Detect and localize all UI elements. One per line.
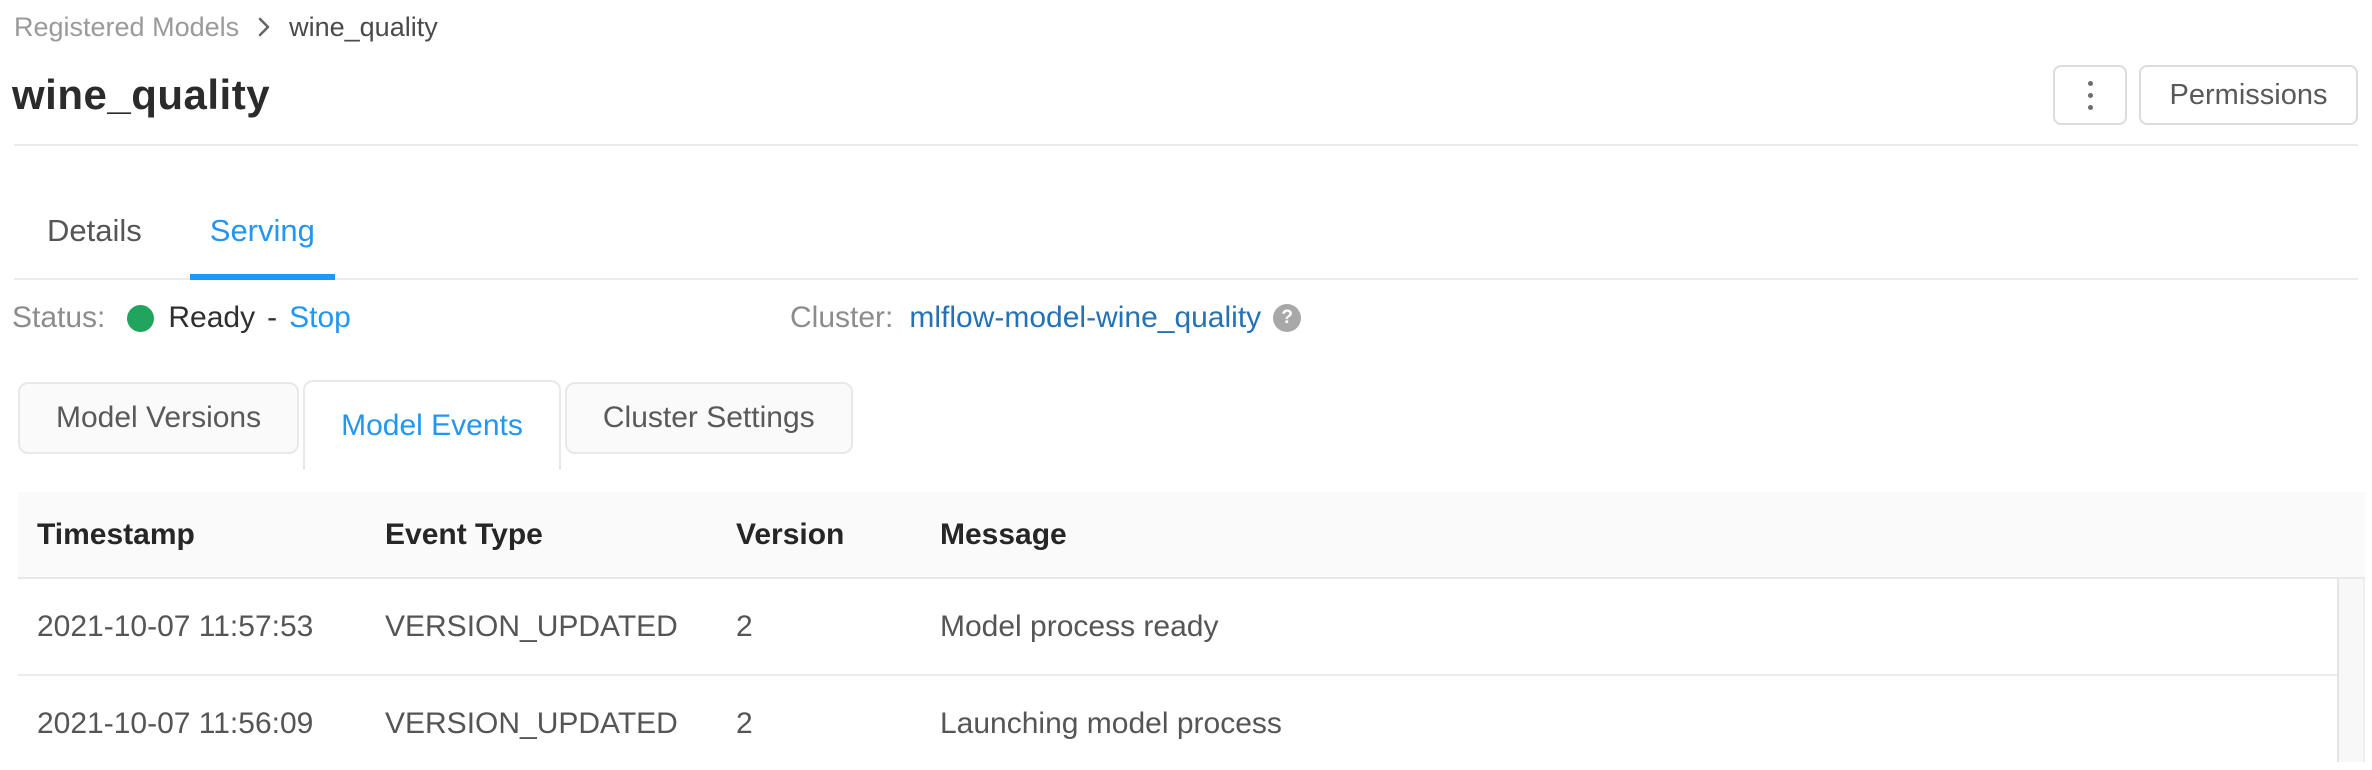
column-header-message: Message — [940, 517, 1067, 551]
breadcrumb-registered-models-link[interactable]: Registered Models — [14, 12, 240, 42]
cell-timestamp: 2021-10-07 11:57:53 — [37, 609, 314, 643]
table-rows: 2021-10-07 11:57:53 VERSION_UPDATED 2 Mo… — [18, 579, 2337, 770]
column-header-event-type: Event Type — [385, 517, 543, 551]
serving-subtabs: Model Versions Model Events Cluster Sett… — [18, 380, 2372, 472]
cell-event-type: VERSION_UPDATED — [385, 706, 678, 740]
table-row: 2021-10-07 11:56:09 VERSION_UPDATED 2 La… — [18, 676, 2337, 770]
subtab-model-versions[interactable]: Model Versions — [18, 382, 300, 454]
more-actions-button[interactable] — [2053, 65, 2127, 125]
column-header-timestamp: Timestamp — [37, 517, 195, 551]
cell-version: 2 — [736, 609, 753, 643]
title-row: wine_quality Permissions — [12, 64, 2358, 126]
cell-message: Launching model process — [940, 706, 1282, 740]
cell-event-type: VERSION_UPDATED — [385, 609, 678, 643]
breadcrumb-current: wine_quality — [289, 12, 438, 42]
help-icon[interactable]: ? — [1273, 304, 1302, 332]
cell-timestamp: 2021-10-07 11:56:09 — [37, 706, 314, 740]
status-ready-dot-icon — [127, 304, 155, 332]
kebab-icon — [2087, 80, 2093, 110]
tab-details[interactable]: Details — [47, 213, 142, 248]
table-body: 2021-10-07 11:57:53 VERSION_UPDATED 2 Mo… — [18, 579, 2365, 770]
cluster-link[interactable]: mlflow-model-wine_quality — [909, 301, 1262, 334]
breadcrumb: Registered Models wine_quality — [14, 10, 2372, 44]
cell-version: 2 — [736, 706, 753, 740]
table-scrollbar-track[interactable] — [2337, 579, 2365, 762]
model-events-table: Timestamp Event Type Version Message 202… — [18, 492, 2365, 770]
cell-message: Model process ready — [940, 609, 1219, 643]
serving-status-row: Status: Ready - Stop Cluster: mlflow-mod… — [12, 296, 2358, 340]
status-label: Status: — [12, 301, 106, 334]
permissions-button[interactable]: Permissions — [2139, 65, 2358, 125]
status-separator: - — [267, 301, 278, 334]
column-header-version: Version — [736, 517, 845, 551]
cluster-label: Cluster: — [790, 301, 894, 334]
subtab-model-events[interactable]: Model Events — [303, 380, 561, 470]
model-serving-page: Registered Models wine_quality wine_qual… — [0, 10, 2372, 770]
tab-serving[interactable]: Serving — [189, 212, 335, 280]
page-title: wine_quality — [12, 71, 271, 118]
table-row: 2021-10-07 11:57:53 VERSION_UPDATED 2 Mo… — [18, 579, 2337, 676]
stop-serving-link[interactable]: Stop — [289, 301, 351, 334]
page-tabbar: Details Serving — [14, 146, 2358, 280]
status-value: Ready — [168, 301, 256, 334]
subtab-cluster-settings[interactable]: Cluster Settings — [564, 382, 853, 454]
title-divider — [14, 144, 2358, 146]
status-group: Status: Ready - Stop — [12, 301, 790, 335]
table-header-row: Timestamp Event Type Version Message — [18, 492, 2365, 579]
chevron-right-icon — [253, 14, 275, 40]
cluster-group: Cluster: mlflow-model-wine_quality ? — [790, 301, 1302, 335]
